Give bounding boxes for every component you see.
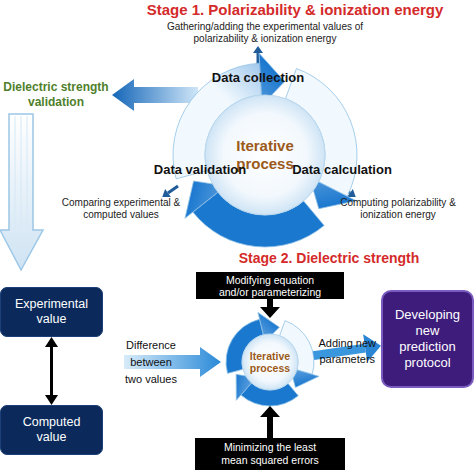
diagram-label: Stage 2. Dielectric strength <box>222 250 436 267</box>
validation-arrow <box>112 79 198 111</box>
connector-arrow <box>50 347 53 395</box>
connector-arrow <box>267 299 273 307</box>
diagram-label: Difference between two values <box>121 337 181 388</box>
value-box: Experimental value <box>0 287 103 337</box>
cycle-circle: Iterative process <box>173 63 357 247</box>
process-box: Minimizing the least mean squared errors <box>195 438 345 470</box>
node-text: Computed value <box>12 415 92 445</box>
cycle-ring <box>173 53 357 247</box>
diagram-label: Comparing experimental & computed values <box>56 197 186 221</box>
circle-shape <box>242 334 298 390</box>
node-text: Developing new prediction protocol <box>388 307 468 371</box>
cycle-ring <box>226 312 319 406</box>
node-text: Minimizing the least mean squared errors <box>214 441 326 467</box>
node-text: Experimental value <box>12 297 92 327</box>
node-text: Modifying equation and/or parameterizing <box>212 274 328 298</box>
diagram-label: Dielectric strength validation <box>0 80 112 110</box>
diagram-label: Gathering/adding the experimental values… <box>150 21 380 45</box>
diagram-label: Data calculation <box>286 162 398 178</box>
value-box: Computed value <box>0 405 103 455</box>
result-box: Developing new prediction protocol <box>381 290 474 388</box>
edge-label: Adding new parameters <box>317 335 377 367</box>
diagram-label: Data collection <box>198 70 318 86</box>
down-arrow <box>0 114 43 270</box>
process-box: Modifying equation and/or parameterizing <box>196 272 344 299</box>
cycle-circle: Iterative process <box>226 318 314 406</box>
circle-shape <box>205 95 325 215</box>
diagram-label: Data validation <box>146 162 254 178</box>
pointer-arrow <box>168 186 178 193</box>
diagram-label: Computing polarizability & ionization en… <box>326 197 470 221</box>
connector-arrow <box>267 417 273 438</box>
diagram-label: Stage 1. Polarizability & ionization ene… <box>110 1 474 19</box>
node-text: Iterative process <box>244 350 296 374</box>
